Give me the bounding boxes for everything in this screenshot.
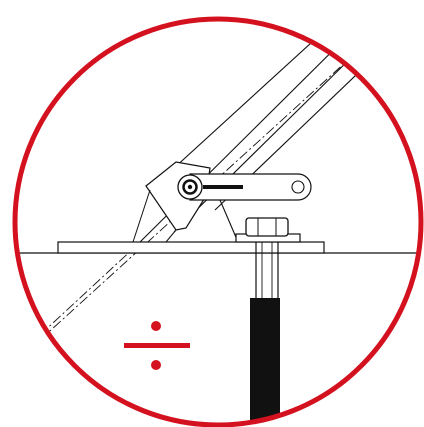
link-support-leg — [219, 199, 239, 243]
hex-nut — [235, 217, 301, 243]
base-plate — [57, 241, 325, 254]
threaded-rod — [250, 242, 280, 425]
division-sign-symbol — [124, 321, 190, 370]
link-end-hole — [291, 180, 305, 194]
rod-embedded-section — [250, 298, 280, 425]
callout-circle-frame — [12, 16, 424, 427]
inclined-tube-member — [39, 19, 421, 341]
slotted-link-plate — [189, 173, 312, 201]
link-slot — [203, 185, 243, 189]
pivot-bolt — [177, 174, 203, 200]
